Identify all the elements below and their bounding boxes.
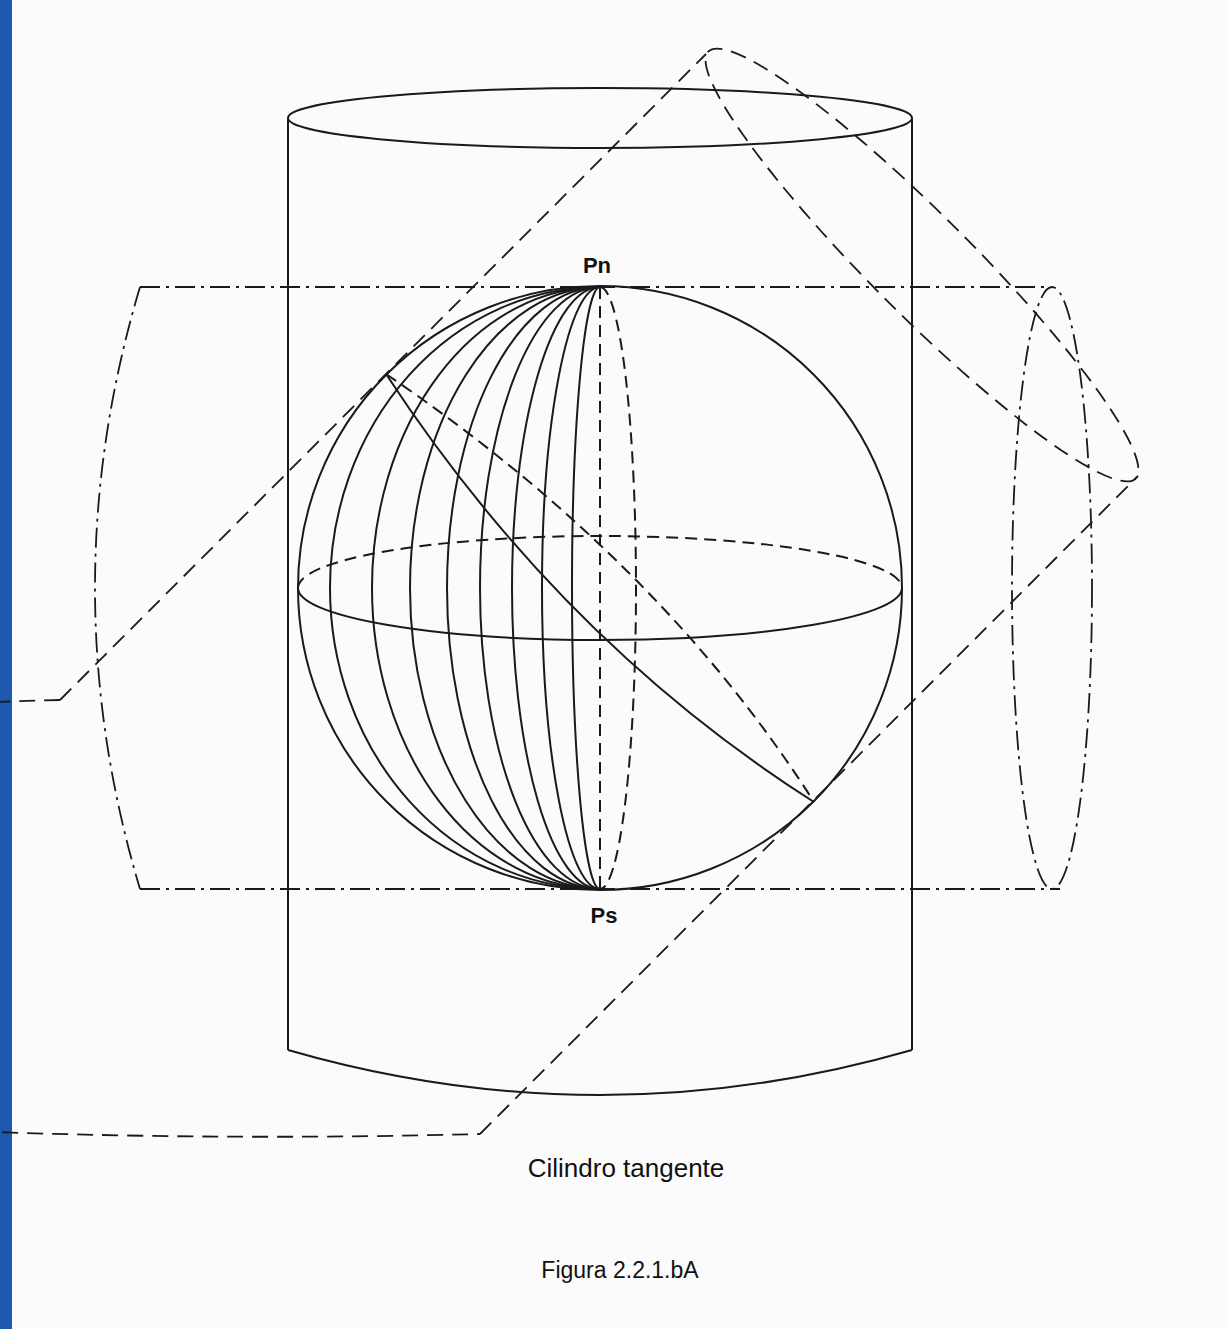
figure-subtitle: Cilindro tangente bbox=[525, 1153, 728, 1184]
meridian bbox=[447, 287, 600, 889]
meridian bbox=[480, 287, 600, 889]
meridian bbox=[372, 287, 600, 889]
polar-axis bbox=[599, 287, 601, 889]
meridian bbox=[542, 287, 600, 889]
transverse-cylinder-side bbox=[140, 286, 1050, 288]
page-sheet bbox=[12, 0, 1227, 1329]
meridian-back bbox=[600, 287, 636, 889]
cylinder-bottom bbox=[288, 1050, 912, 1095]
meridian bbox=[572, 287, 600, 889]
transverse-cylinder-end bbox=[95, 287, 140, 889]
pole-label: Ps bbox=[588, 903, 621, 929]
oblique-cylinder-end bbox=[0, 700, 480, 1137]
transverse-cylinder-side bbox=[140, 888, 1060, 890]
meridian bbox=[410, 287, 600, 889]
cylinder-side bbox=[911, 118, 913, 1050]
tangent-circle-back bbox=[386, 374, 814, 802]
figure-caption: Figura 2.2.1.bA bbox=[538, 1257, 701, 1284]
oblique-cylinder-side bbox=[60, 54, 706, 700]
pole-label: Pn bbox=[580, 253, 614, 279]
tangent-circle-front bbox=[386, 374, 814, 802]
oblique-cylinder-end bbox=[673, 16, 1171, 514]
transverse-cylinder-end bbox=[1012, 287, 1092, 889]
globe-outline bbox=[298, 286, 902, 890]
cylinder-side bbox=[287, 118, 289, 1050]
oblique-cylinder-side bbox=[480, 476, 1138, 1134]
meridian bbox=[330, 287, 600, 889]
cylinder-top bbox=[288, 88, 912, 148]
